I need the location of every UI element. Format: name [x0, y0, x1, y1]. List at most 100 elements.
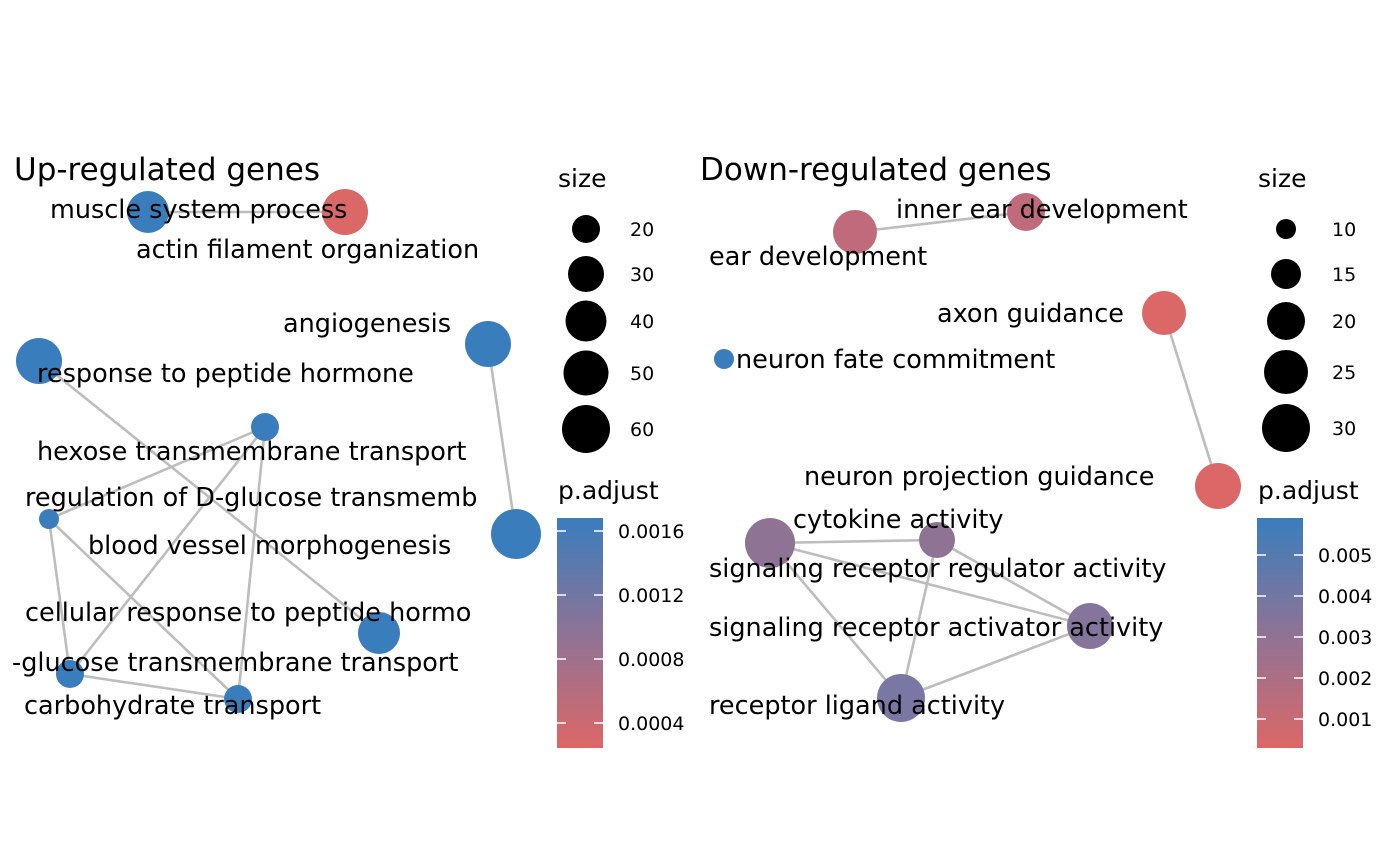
node-neuron-projection-guidance	[1195, 463, 1241, 509]
edge-ed-ied	[854, 210, 1027, 234]
edge-ca-rla	[899, 539, 939, 699]
node-hexose-transmembrane-transport	[251, 413, 279, 441]
node-label: receptor ligand activity	[709, 691, 1005, 721]
legend-size-label: 40	[630, 311, 654, 333]
node-muscle-system-process	[127, 191, 169, 233]
legend-size-label: 30	[630, 264, 654, 286]
node-carbohydrate-transport	[224, 685, 252, 713]
node-label: cellular response to peptide hormo	[25, 598, 471, 628]
node-signaling-receptor-activator-activity	[1067, 603, 1113, 649]
legend-size-dot	[1271, 259, 1301, 289]
node-d-glucose-transmembrane-transport	[56, 660, 84, 688]
legend-size-label: 30	[1332, 418, 1356, 440]
size-legend: size 10 15 20 25 30	[1258, 164, 1356, 452]
panel-title: Up-regulated genes	[14, 152, 320, 188]
legend-size-dot	[1264, 350, 1308, 394]
node-signaling-receptor-regulator-activity	[745, 518, 795, 568]
legend-size-label: 20	[630, 219, 654, 241]
edge-rdg-cht	[48, 518, 239, 700]
panel-up-regulated: Up-regulated genes	[12, 152, 684, 748]
nodes	[714, 193, 1241, 722]
node-label: ear development	[709, 242, 927, 272]
node-label: actin filament organization	[136, 235, 479, 265]
colorbar-tick: 0.005	[1318, 545, 1372, 567]
network-down: inner ear development ear development ax…	[709, 193, 1241, 722]
node-label: cytokine activity	[793, 505, 1004, 535]
node-label: neuron projection guidance	[804, 462, 1154, 492]
color-legend: p.adjust 0.005 0.004 0.003 0.002 0.001	[1257, 476, 1372, 748]
edge-ang-bvm	[486, 343, 518, 535]
panel-title: Down-regulated genes	[700, 152, 1051, 188]
legend-size-dot	[568, 256, 604, 292]
edge-ag-npg	[1162, 312, 1220, 487]
legend-size-dot	[562, 405, 610, 453]
color-legend: p.adjust 0.0016 0.0012 0.0008 0.0004	[557, 476, 684, 748]
colorbar-tick: 0.001	[1318, 709, 1372, 731]
edge-htt-cht	[236, 426, 267, 700]
edge-dgt-cht	[69, 672, 239, 701]
edge-srr-ca	[769, 538, 938, 545]
node-label: response to peptide hormone	[37, 359, 414, 389]
edge-htt-rdg	[48, 425, 266, 521]
legend-title: p.adjust	[1258, 476, 1359, 505]
legend-size-dot	[1262, 404, 1310, 452]
node-ear-development	[833, 210, 877, 254]
colorbar-tick: 0.0012	[618, 585, 684, 607]
node-actin-filament-organization	[322, 189, 368, 235]
edge-srr-sra	[769, 541, 1091, 628]
legend-size-label: 15	[1332, 264, 1356, 286]
colorbar-tick: 0.003	[1318, 627, 1372, 649]
node-cellular-response-to-peptide-hormone	[358, 612, 400, 654]
node-label: hexose transmembrane transport	[37, 437, 466, 467]
node-cytokine-activity	[919, 522, 955, 558]
node-labels: muscle system process actin filament org…	[12, 195, 479, 721]
node-regulation-of-d-glucose	[39, 509, 59, 529]
legend-size-label: 60	[630, 419, 654, 441]
colorbar-tick: 0.0016	[618, 521, 684, 543]
node-angiogenesis	[465, 321, 511, 367]
edge-srr-rla	[769, 542, 902, 699]
legend-size-label: 20	[1332, 311, 1356, 333]
node-axon-guidance	[1142, 291, 1186, 335]
size-legend: size 20 30 40 50 60	[558, 164, 654, 453]
colorbar	[557, 518, 603, 748]
legend-title: size	[1258, 164, 1306, 193]
colorbar-tick: 0.0004	[618, 713, 684, 735]
legend-size-label: 25	[1332, 362, 1356, 384]
node-label: signaling receptor activator activity	[709, 613, 1163, 643]
node-label: axon guidance	[937, 299, 1124, 329]
legend-size-dot	[563, 350, 609, 396]
node-receptor-ligand-activity	[877, 674, 925, 722]
colorbar-tick: 0.002	[1318, 668, 1372, 690]
node-labels: inner ear development ear development ax…	[709, 195, 1188, 721]
legend-size-dot	[565, 300, 607, 342]
colorbar-tick: 0.004	[1318, 586, 1372, 608]
edge-htt-dgt	[68, 426, 267, 675]
node-label: angiogenesis	[283, 309, 451, 339]
node-label: neuron fate commitment	[736, 345, 1055, 375]
legend-size-label: 50	[630, 363, 654, 385]
legend-title: p.adjust	[558, 476, 659, 505]
edge-rdg-dgt	[47, 518, 72, 675]
legend-size-label: 10	[1332, 219, 1356, 241]
edges	[38, 210, 518, 701]
edge-sra-rla	[900, 624, 1091, 700]
node-label: muscle system process	[50, 195, 347, 225]
legend-size-dot	[1276, 219, 1296, 239]
legend-size-dot	[572, 215, 600, 243]
node-label: inner ear development	[896, 195, 1188, 225]
node-label: carbohydrate transport	[24, 691, 321, 721]
node-neuron-fate-commitment	[714, 349, 734, 369]
node-response-to-peptide-hormone	[16, 338, 62, 384]
legend-size-dot	[1267, 302, 1305, 340]
legend-title: size	[558, 164, 606, 193]
node-inner-ear-development	[1007, 193, 1045, 231]
colorbar-tick: 0.0008	[618, 649, 684, 671]
panel-down-regulated: Down-regulated genes	[700, 152, 1372, 748]
nodes	[16, 189, 541, 713]
node-blood-vessel-morphogenesis	[491, 509, 541, 559]
node-label: regulation of D-glucose transmemb	[25, 483, 477, 513]
edge-ca-sra	[936, 538, 1091, 628]
node-label: signaling receptor regulator activity	[709, 554, 1167, 584]
